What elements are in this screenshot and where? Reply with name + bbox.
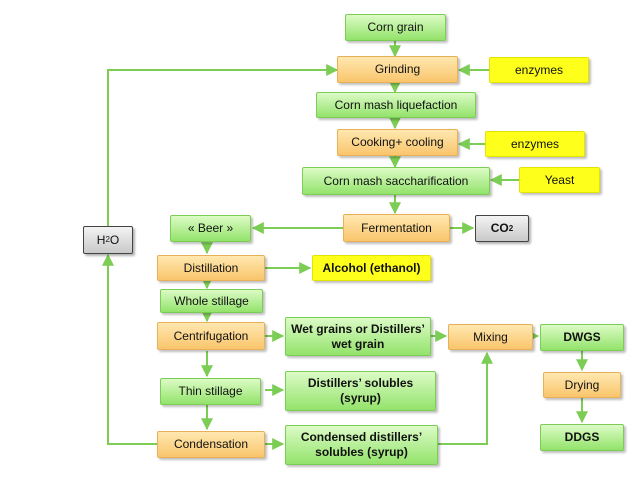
node-condensation: Condensation: [157, 431, 265, 458]
arrow-condensed-solubles-to-mixing: [438, 351, 493, 445]
node-cooking-cooling: Cooking+ cooling: [337, 129, 458, 156]
node-drying: Drying: [543, 372, 621, 398]
node-thin-stillage: Thin stillage: [160, 378, 261, 405]
node-distillation: Distillation: [157, 255, 265, 281]
node-dwgs: DWGS: [540, 324, 624, 351]
node-condensed-solubles: Condensed distillers’ solubles (syrup): [285, 425, 438, 465]
node-wet-grains: Wet grains or Distillers’ wet grain: [285, 317, 431, 356]
node-yeast: Yeast: [519, 167, 600, 193]
node-fermentation: Fermentation: [343, 214, 450, 242]
node-enzymes-cooking: enzymes: [485, 131, 585, 157]
co2-label: CO: [490, 221, 509, 235]
node-alcohol: Alcohol (ethanol): [312, 255, 431, 281]
node-enzymes-grinding: enzymes: [489, 57, 589, 83]
node-whole-stillage: Whole stillage: [160, 289, 263, 313]
h2o-subscript: 2: [105, 235, 110, 244]
node-ddgs: DDGS: [540, 424, 624, 451]
node-corn-grain: Corn grain: [345, 14, 446, 41]
node-centrifugation: Centrifugation: [157, 322, 265, 350]
node-saccharification: Corn mash saccharification: [302, 167, 490, 195]
co2-subscript: 2: [508, 223, 514, 233]
node-grinding: Grinding: [337, 56, 458, 83]
node-beer: « Beer »: [170, 215, 251, 242]
node-liquefaction: Corn mash liquefaction: [316, 92, 476, 118]
arrow-h2o-to-grinding: [107, 64, 339, 226]
node-distillers-solubles: Distillers’ solubles (syrup): [285, 371, 436, 411]
node-mixing: Mixing: [448, 324, 533, 350]
h2o-label: H: [96, 232, 106, 247]
arrow-condensation-to-h2o: [102, 253, 157, 445]
h2o-label-tail: O: [109, 232, 120, 247]
